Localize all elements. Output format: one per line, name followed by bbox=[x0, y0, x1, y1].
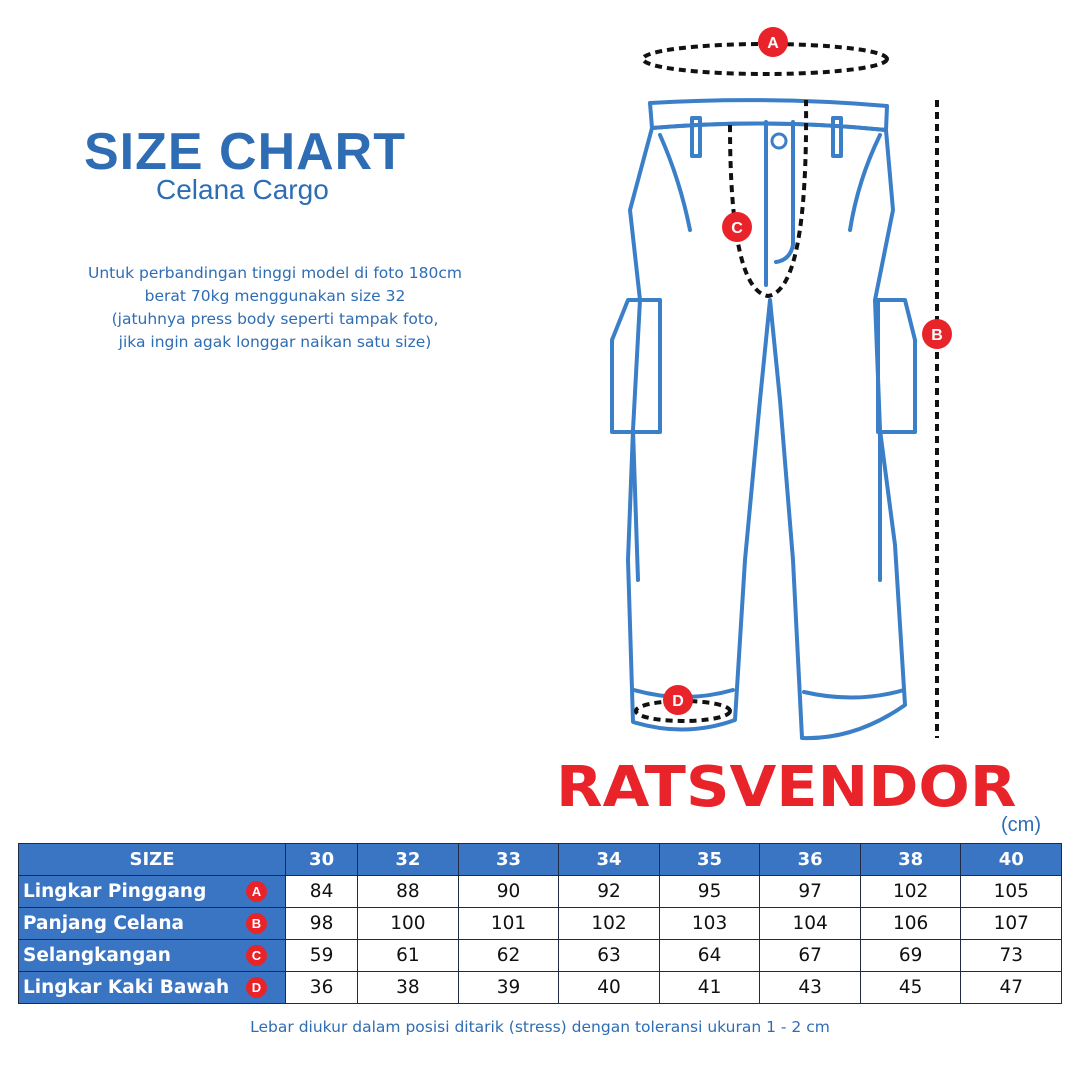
marker-a-label: A bbox=[767, 35, 779, 52]
table-cell: 40 bbox=[558, 971, 660, 1004]
table-header-row: SIZE 30 32 33 34 35 36 38 40 bbox=[18, 843, 1062, 876]
table-cell: 102 bbox=[558, 907, 660, 940]
row-label: Lingkar Pinggang A bbox=[18, 875, 286, 908]
table-header-cell: 38 bbox=[859, 843, 962, 876]
table-cell: 64 bbox=[658, 939, 761, 972]
row-label: Selangkangan C bbox=[18, 939, 286, 972]
row-label-text: Selangkangan bbox=[23, 945, 171, 966]
table-cell: 61 bbox=[357, 939, 459, 972]
table-cell: 84 bbox=[284, 875, 359, 908]
marker-b-icon bbox=[922, 319, 952, 349]
table-cell: 41 bbox=[658, 971, 761, 1004]
marker-d-icon bbox=[663, 685, 693, 715]
table-cell: 73 bbox=[960, 939, 1062, 972]
row-label: Lingkar Kaki Bawah D bbox=[18, 971, 286, 1004]
page-subtitle: Celana Cargo bbox=[156, 174, 329, 205]
brand-logo: RATSVENDOR bbox=[556, 755, 1017, 820]
row-label-text: Lingkar Pinggang bbox=[23, 881, 207, 902]
table-row: Lingkar Kaki Bawah D 36 38 39 40 41 43 45… bbox=[18, 971, 1062, 1004]
table-cell: 45 bbox=[859, 971, 962, 1004]
table-cell: 38 bbox=[357, 971, 459, 1004]
table-cell: 95 bbox=[658, 875, 761, 908]
measure-markers: A B C D bbox=[663, 27, 952, 715]
table-header-cell: 34 bbox=[558, 843, 660, 876]
table-header-cell: 35 bbox=[658, 843, 761, 876]
button-icon bbox=[770, 132, 788, 150]
table-cell: 69 bbox=[859, 939, 962, 972]
row-label-text: Lingkar Kaki Bawah bbox=[23, 977, 230, 998]
description-line: jika ingin agak longgar naikan satu size… bbox=[118, 333, 432, 351]
page-title: SIZE CHART bbox=[84, 123, 406, 181]
description-line: Untuk perbandingan tinggi model di foto … bbox=[88, 264, 462, 282]
table-header-cell: 32 bbox=[357, 843, 459, 876]
table-cell: 63 bbox=[558, 939, 660, 972]
table-cell: 90 bbox=[457, 875, 560, 908]
table-cell: 101 bbox=[457, 907, 560, 940]
marker-b-label: B bbox=[931, 327, 943, 344]
table-header-cell: SIZE bbox=[18, 843, 286, 876]
table-cell: 100 bbox=[357, 907, 459, 940]
model-description: Untuk perbandingan tinggi model di foto … bbox=[30, 262, 520, 354]
table-cell: 105 bbox=[960, 875, 1062, 908]
description-line: (jatuhnya press body seperti tampak foto… bbox=[111, 310, 439, 328]
marker-c-icon: C bbox=[246, 945, 267, 966]
table-cell: 103 bbox=[658, 907, 761, 940]
table-header-cell: 33 bbox=[457, 843, 560, 876]
marker-b-icon: B bbox=[246, 913, 267, 934]
size-table: SIZE 30 32 33 34 35 36 38 40 Lingkar Pin… bbox=[18, 843, 1062, 1004]
table-header-cell: 36 bbox=[759, 843, 861, 876]
table-cell: 36 bbox=[284, 971, 359, 1004]
table-cell: 67 bbox=[759, 939, 861, 972]
tolerance-note: Lebar diukur dalam posisi ditarik (stres… bbox=[250, 1018, 830, 1036]
marker-d-icon: D bbox=[246, 977, 267, 998]
table-header-cell: 40 bbox=[960, 843, 1062, 876]
marker-a-icon: A bbox=[246, 881, 267, 902]
marker-c-icon bbox=[722, 212, 752, 242]
table-cell: 107 bbox=[960, 907, 1062, 940]
description-line: berat 70kg menggunakan size 32 bbox=[144, 287, 406, 305]
measure-lines bbox=[634, 42, 939, 738]
table-cell: 104 bbox=[759, 907, 861, 940]
table-cell: 92 bbox=[558, 875, 660, 908]
row-label: Panjang Celana B bbox=[18, 907, 286, 940]
marker-a-icon bbox=[758, 27, 788, 57]
table-row: Selangkangan C 59 61 62 63 64 67 69 73 bbox=[18, 939, 1062, 972]
table-cell: 59 bbox=[284, 939, 359, 972]
table-cell: 88 bbox=[357, 875, 459, 908]
row-label-text: Panjang Celana bbox=[23, 913, 184, 934]
pants-outline bbox=[610, 98, 917, 741]
table-cell: 47 bbox=[960, 971, 1062, 1004]
table-cell: 62 bbox=[457, 939, 560, 972]
table-cell: 106 bbox=[859, 907, 962, 940]
table-row: Panjang Celana B 98 100 101 102 103 104 1… bbox=[18, 907, 1062, 940]
table-cell: 39 bbox=[457, 971, 560, 1004]
table-cell: 102 bbox=[859, 875, 962, 908]
marker-d-label: D bbox=[672, 693, 684, 710]
table-cell: 43 bbox=[759, 971, 861, 1004]
marker-c-label: C bbox=[731, 220, 743, 237]
table-cell: 98 bbox=[284, 907, 359, 940]
pants-diagram: A B C D bbox=[610, 27, 952, 741]
table-cell: 97 bbox=[759, 875, 861, 908]
table-header-cell: 30 bbox=[284, 843, 359, 876]
unit-label: (cm) bbox=[1001, 814, 1041, 836]
